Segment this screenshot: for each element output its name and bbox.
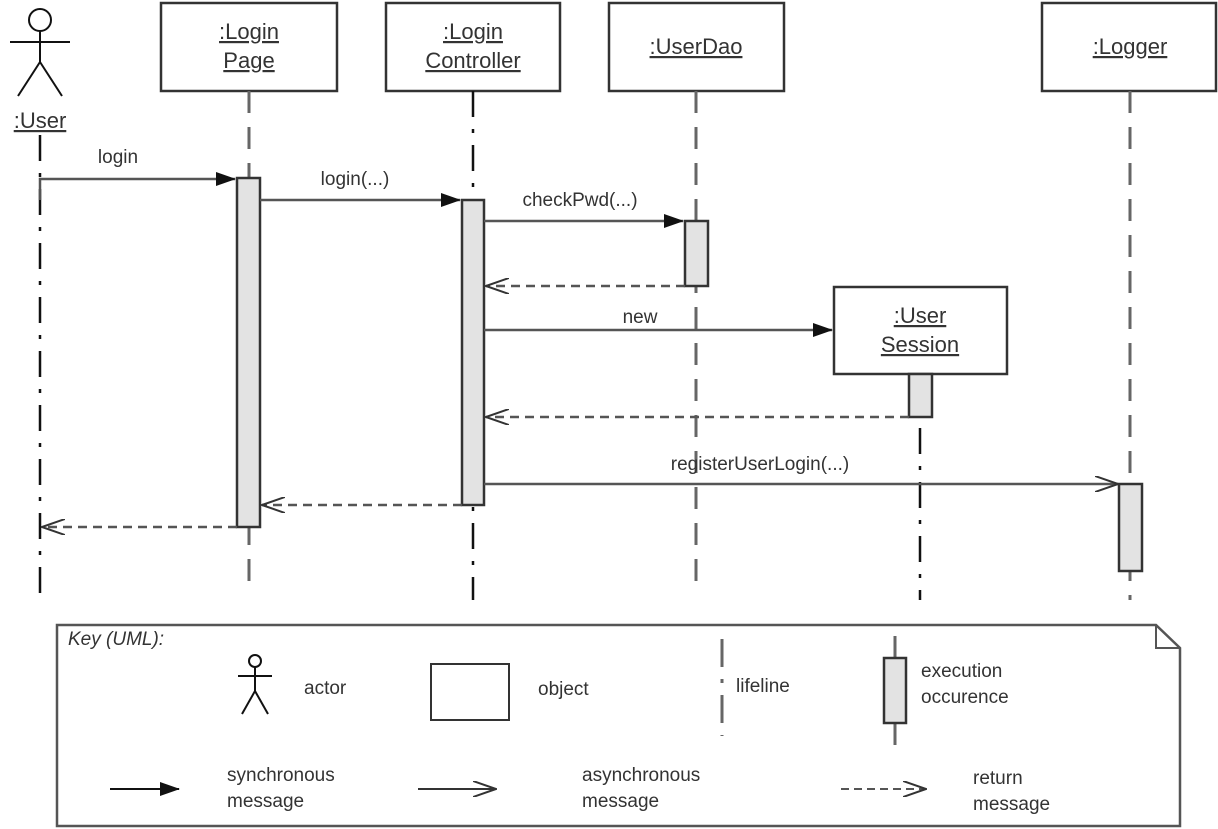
key-actor-label: actor (304, 678, 347, 699)
key-return-label-line1: return (973, 768, 1023, 789)
actor-label: :User (14, 108, 67, 133)
key-lifeline: lifeline (720, 639, 790, 736)
message-label: login (98, 147, 138, 168)
object-user-dao: :UserDao (607, 1, 786, 93)
key-synchronous-label-line2: message (227, 791, 304, 812)
execution-user-session (907, 372, 934, 419)
message-new: new (484, 307, 833, 337)
key-lifeline-label: lifeline (736, 676, 790, 697)
object-login-page: :Login Page (159, 1, 339, 93)
message-login: login (38, 147, 236, 200)
message-login-call: login(...) (260, 169, 461, 207)
key-object-label: object (538, 679, 589, 700)
execution-user-dao (683, 219, 710, 288)
key-execution-label-line1: execution (921, 661, 1002, 682)
message-check-pwd: checkPwd(...) (484, 190, 684, 228)
message-label: login(...) (321, 169, 390, 190)
message-label: registerUserLogin(...) (671, 454, 849, 475)
key-synchronous: synchronous message (110, 765, 335, 812)
execution-login-page (235, 176, 262, 529)
object-label-line2: Page (223, 48, 274, 73)
message-register-user-login: registerUserLogin(...) (484, 454, 1118, 484)
object-label: :Logger (1093, 34, 1168, 59)
message-label: new (623, 307, 658, 328)
object-icon (430, 663, 510, 721)
key-object: object (430, 663, 589, 721)
object-user-session: :User Session (832, 285, 1009, 376)
key-legend: Key (UML): actor object lifeline (55, 623, 1182, 828)
message-label: checkPwd(...) (522, 190, 637, 211)
key-execution: execution occurence (882, 636, 1009, 745)
key-title: Key (UML): (68, 629, 164, 650)
object-label-line2: Controller (425, 48, 520, 73)
actor-icon (238, 654, 272, 715)
key-asynchronous-label-line1: asynchronous (582, 765, 700, 786)
object-login-controller: :Login Controller (384, 1, 562, 93)
key-execution-label-line2: occurence (921, 687, 1009, 708)
object-label: :UserDao (650, 34, 743, 59)
object-label-line1: :Login (443, 19, 503, 44)
object-label-line1: :Login (219, 19, 279, 44)
object-label-line2: Session (881, 332, 959, 357)
key-actor: actor (238, 654, 347, 715)
actor-icon (10, 8, 70, 97)
execution-login-controller (460, 198, 486, 507)
execution-logger (1117, 482, 1144, 573)
actor-user: :User (10, 8, 70, 133)
key-asynchronous-label-line2: message (582, 791, 659, 812)
execution-icon (882, 636, 908, 745)
key-asynchronous: asynchronous message (418, 765, 700, 812)
key-return: return message (841, 768, 1050, 815)
object-logger: :Logger (1040, 1, 1218, 93)
key-return-label-line2: message (973, 794, 1050, 815)
object-label-line1: :User (894, 303, 947, 328)
key-synchronous-label-line1: synchronous (227, 765, 335, 786)
